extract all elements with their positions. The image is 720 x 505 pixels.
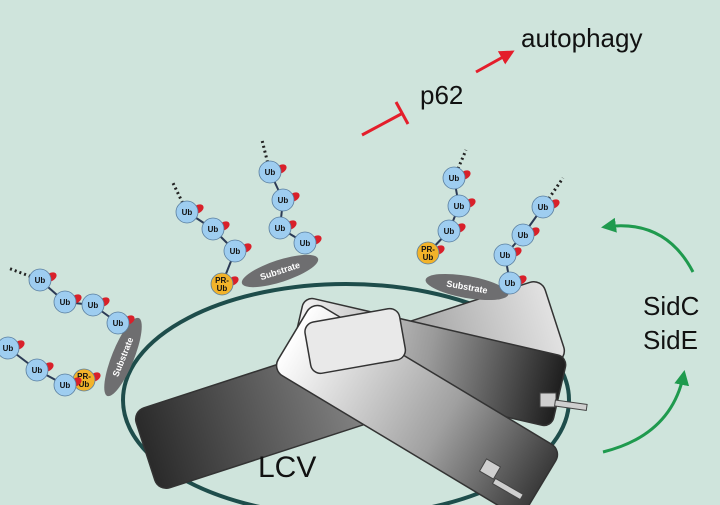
secretion-plug-1 (539, 392, 588, 411)
ubiquitin-bead (511, 223, 535, 247)
ub-label: Ub (275, 224, 286, 233)
ub-label: Ub (88, 301, 99, 310)
ub-label: Ub (60, 298, 71, 307)
pr-ubiquitin (210, 272, 234, 296)
ub-label: Ub (182, 208, 193, 217)
autophagy-label: autophagy (521, 23, 642, 53)
ub-label: Ub (230, 247, 241, 256)
bacteria-rods (134, 280, 588, 505)
ub-label: Ub (454, 202, 465, 211)
pr-ubiquitin (416, 241, 440, 265)
ub-label: Ub (60, 381, 71, 390)
ubiquitin-bead (447, 194, 471, 218)
ub-label: Ub (300, 239, 311, 248)
bacterium-cap (304, 307, 407, 375)
green-arrow-top (601, 217, 695, 273)
ubiquitin-bead (258, 160, 282, 184)
pr-ub-label: Ub (79, 380, 90, 389)
lcv-membrane (121, 282, 571, 505)
ub-label: Ub (113, 319, 124, 328)
p62-label: p62 (420, 80, 463, 110)
pr-ub-label: PR- (421, 245, 435, 254)
green-arrow-bottom (602, 370, 690, 454)
ub-label: Ub (35, 276, 46, 285)
ub-label: Ub (505, 279, 516, 288)
ubiquitin-bead (498, 271, 522, 295)
ub-label: Ub (208, 225, 219, 234)
ub-label: Ub (444, 227, 455, 236)
lcv-label: LCV (258, 451, 316, 484)
ubiquitin-bead (81, 293, 105, 317)
ub-label: Ub (3, 344, 14, 353)
ubiquitin-bead (271, 188, 295, 212)
pr-ub-label: Ub (217, 284, 228, 293)
ubiquitin-bead (28, 268, 52, 292)
ub-label: Ub (538, 203, 549, 212)
ub-label: Ub (500, 251, 511, 260)
ubiquitin-bead (223, 239, 247, 263)
ubiquitin-bead (437, 219, 461, 243)
ub-label: Ub (518, 231, 529, 240)
ub-label: Ub (265, 168, 276, 177)
ub-label: Ub (449, 174, 460, 183)
side-label: SidE (643, 325, 698, 355)
ubiquitin-bead (531, 195, 555, 219)
inhibition-arrow (361, 101, 410, 137)
pr-ub-label: PR- (77, 372, 91, 381)
ub-label: Ub (278, 196, 289, 205)
ubiquitin-bead (53, 290, 77, 314)
p62-to-autophagy-arrow (475, 50, 515, 74)
pr-ub-label: Ub (423, 253, 434, 262)
ubiquitin-bead (0, 336, 20, 360)
ubiquitin-bead (106, 311, 130, 335)
ubiquitin-bead (293, 231, 317, 255)
ubiquitin-bead (25, 358, 49, 382)
ubiquitin-bead (53, 373, 77, 397)
pr-ub-label: PR- (215, 276, 229, 285)
ubiquitin-bead (175, 200, 199, 224)
secretion-plug-2 (478, 458, 524, 501)
ubiquitin-bead (268, 216, 292, 240)
ub-label: Ub (32, 366, 43, 375)
substrate-2: Substrate (425, 273, 509, 301)
substrate-1: Substrate (241, 254, 319, 288)
ubiquitin-bead (201, 217, 225, 241)
ubiquitin-bead (442, 166, 466, 190)
ubiquitin-bead (493, 243, 517, 267)
sidc-label: SidC (643, 291, 699, 321)
ubiquitin-chains: PR-UbUbUbUbUbUbUbUbPR-UbUbUbUbUbUbUbUbUb… (0, 139, 565, 397)
